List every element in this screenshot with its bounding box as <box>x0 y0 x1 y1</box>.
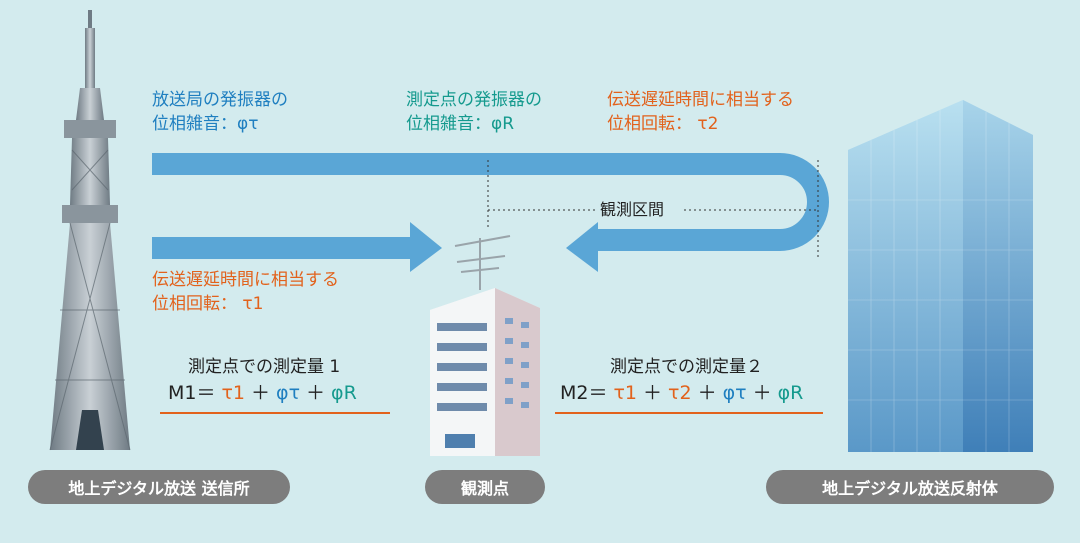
station-oscillator-label: 放送局の発振器の 位相雑音：φτ <box>152 88 288 136</box>
formula2-tau1: τ1 <box>613 382 638 404</box>
formula2-tau2: τ2 <box>668 382 692 404</box>
formula1-phi-tau: φτ <box>276 382 301 404</box>
reflector-pill: 地上デジタル放送反射体 <box>766 470 1054 504</box>
station-osc-line2: 位相雑音：φτ <box>152 114 259 134</box>
formula1-phi-r: φR <box>331 382 357 404</box>
delay2-line2: 位相回転： τ2 <box>607 114 719 134</box>
direct-path-arrowhead <box>410 222 442 272</box>
formula2: M2＝ τ1 ＋ τ2 ＋ φτ ＋ φR <box>560 378 809 405</box>
formula1-plus1: ＋ <box>251 382 271 404</box>
observation-building <box>430 235 540 456</box>
formula2-plus1: ＋ <box>643 382 663 404</box>
formula1-title: 測定点での測定量 1 <box>188 357 341 377</box>
delay1-line2: 位相回転： τ1 <box>152 294 264 314</box>
delay2-label: 伝送遅延時間に相当する 位相回転： τ2 <box>607 88 794 136</box>
formula1-tau1: τ1 <box>221 382 246 404</box>
observation-pill: 観測点 <box>425 470 545 504</box>
delay2-line1: 伝送遅延時間に相当する <box>607 90 794 110</box>
formula2-title: 測定点での測定量２ <box>610 357 763 377</box>
reflected-path-arrowhead <box>566 222 598 272</box>
formula2-plus2: ＋ <box>697 382 717 404</box>
reflected-path-arrow <box>152 153 829 251</box>
formula2-lhs: M2＝ <box>560 382 608 404</box>
formula1-lhs: M1＝ <box>168 382 216 404</box>
direct-path-arrow <box>152 237 412 259</box>
measure-osc-line1: 測定点の発振器の <box>406 90 542 110</box>
formula2-plus3: ＋ <box>752 382 772 404</box>
formula1: M1＝ τ1 ＋ φτ ＋ φR <box>168 378 363 405</box>
transmitter-pill: 地上デジタル放送 送信所 <box>28 470 290 504</box>
formula2-underline <box>555 412 823 414</box>
formula2-phi-tau: φτ <box>722 382 747 404</box>
delay1-line1: 伝送遅延時間に相当する <box>152 270 339 290</box>
formula1-underline <box>160 412 390 414</box>
formula1-plus2: ＋ <box>306 382 326 404</box>
interval-label: 観測区間 <box>600 200 665 219</box>
measure-osc-line2: 位相雑音：φR <box>406 114 515 134</box>
antenna-icon <box>454 235 511 290</box>
formula2-phi-r: φR <box>777 382 804 404</box>
delay1-label: 伝送遅延時間に相当する 位相回転： τ1 <box>152 268 339 316</box>
station-osc-line1: 放送局の発振器の <box>152 90 288 110</box>
broadcast-tower <box>49 10 131 451</box>
reflector-building <box>848 100 1033 452</box>
measure-oscillator-label: 測定点の発振器の 位相雑音：φR <box>406 88 542 136</box>
